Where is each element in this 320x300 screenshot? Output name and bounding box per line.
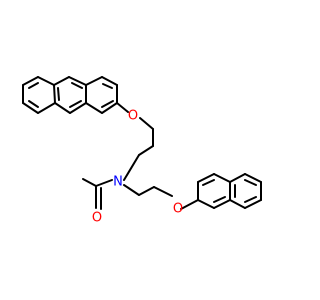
bond-line [180, 199, 199, 210]
bond-line [244, 173, 262, 183]
bond-line [197, 173, 215, 183]
bond-line [116, 102, 129, 113]
bond-line [22, 76, 39, 86]
bond-line [37, 102, 56, 114]
central-chain [82, 154, 199, 210]
bond-line [69, 102, 87, 114]
oxygen-atom-label-right: O [173, 202, 183, 217]
bond-line [101, 100, 114, 108]
bond-line [244, 179, 257, 186]
bond-line [28, 82, 39, 89]
bond-line [54, 102, 71, 114]
molecule-diagram-canvas: O N O O [22, 76, 262, 226]
bond-line [53, 76, 70, 86]
bond-line [123, 154, 140, 181]
bond-line [244, 199, 262, 209]
left-naphthalene-ring [22, 76, 87, 114]
bond-line [71, 82, 83, 89]
bond-line [22, 102, 39, 114]
bond-line [213, 173, 231, 183]
oxygen-atom-label-top: O [128, 109, 138, 124]
bond-line [37, 76, 55, 86]
bond-line [68, 76, 87, 86]
bond-line [229, 199, 246, 209]
bond-line [82, 178, 97, 187]
carbonyl-oxygen-label: O [92, 211, 102, 226]
bond-line [244, 196, 257, 203]
left-ether-chain [85, 76, 154, 156]
nitrogen-atom-label: N [113, 175, 123, 190]
bond-line [213, 196, 226, 203]
bond-line [69, 100, 82, 108]
bond-line [153, 186, 173, 197]
bond-line [213, 199, 231, 209]
bond-line [53, 84, 56, 104]
bond-line [138, 186, 155, 196]
bond-line [28, 100, 39, 108]
molecule-structure-svg: O N O O [22, 76, 262, 226]
bond-line [57, 87, 60, 101]
bond-line [85, 76, 103, 86]
bond-line [85, 102, 103, 114]
bond-line [138, 145, 154, 156]
bond-line [202, 179, 215, 186]
bond-line [101, 76, 118, 86]
bond-line [101, 102, 118, 114]
bond-line [197, 199, 215, 209]
right-naphthalene-ring [197, 173, 262, 209]
bond-line [102, 83, 113, 89]
bond-line [95, 179, 113, 187]
bond-line [139, 117, 154, 130]
bond-line [123, 184, 140, 196]
bond-line [229, 173, 246, 183]
